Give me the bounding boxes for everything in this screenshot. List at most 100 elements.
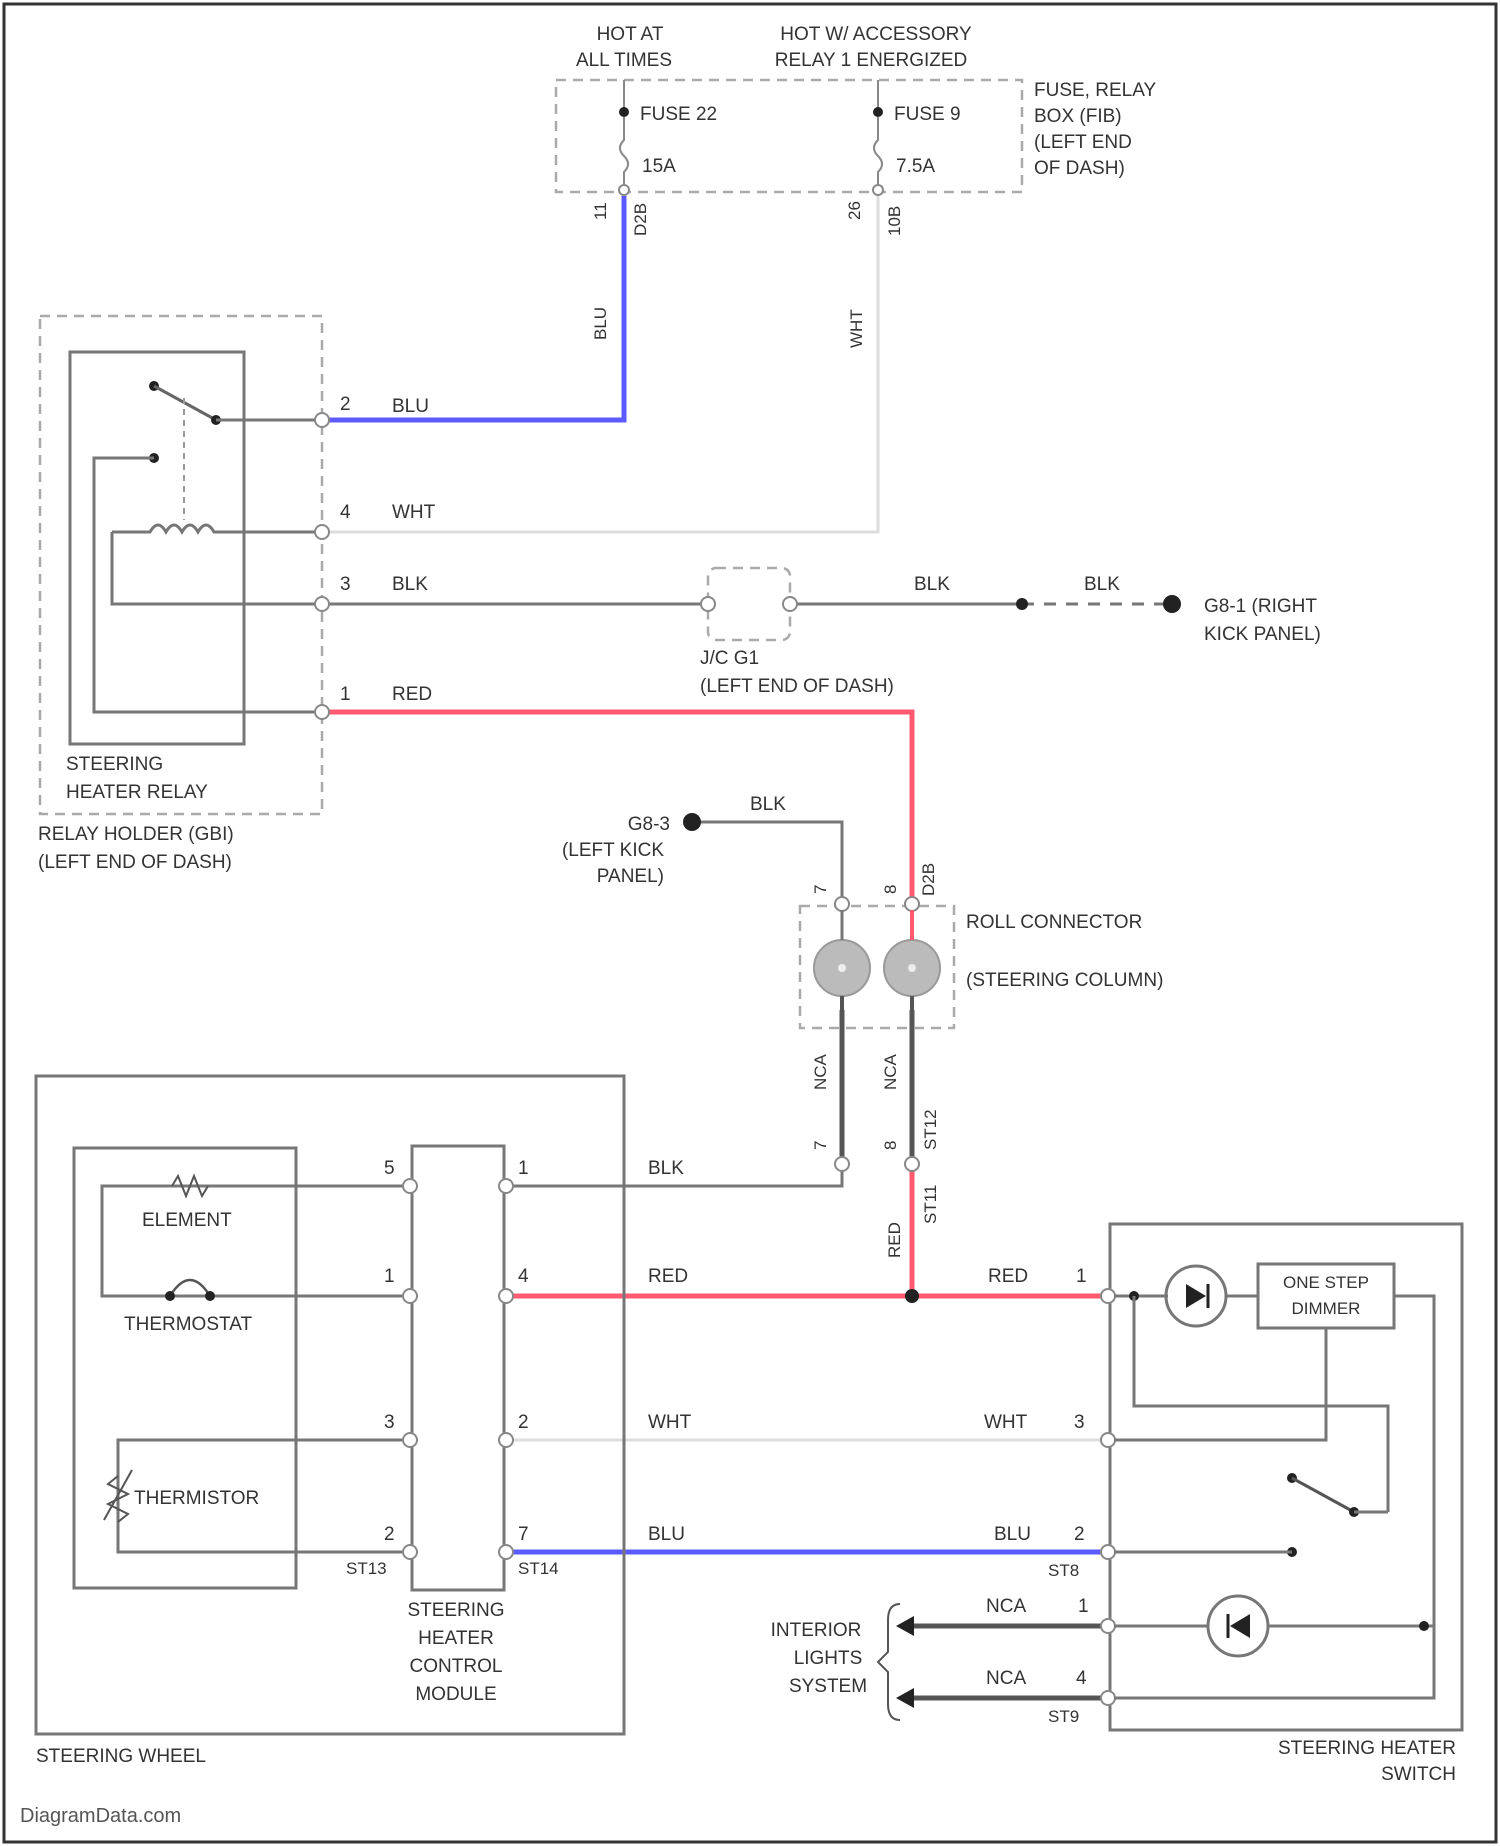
jc-outline <box>708 568 790 640</box>
switch-outline <box>1110 1224 1462 1730</box>
switch-pin-4-number: 4 <box>1076 1668 1087 1689</box>
switch-name-2: SWITCH <box>1381 1764 1456 1785</box>
switch-illumination-diode <box>1230 1614 1250 1638</box>
relay-coil-to-pin3 <box>112 532 318 604</box>
splice-blk <box>1016 598 1028 610</box>
relay-pin3-number: 3 <box>340 574 351 595</box>
dimmer-label-2: DIMMER <box>1292 1299 1361 1318</box>
relay-name-1: STEERING <box>66 754 163 775</box>
wire-wht-relay-label: WHT <box>392 502 436 523</box>
wire-red-relay-label: RED <box>392 684 432 705</box>
roll-pin-top-right-number: 8 <box>881 885 900 894</box>
jc-pin-right <box>783 597 797 611</box>
wire-wht-module-label: WHT <box>648 1412 692 1433</box>
control-module-body <box>412 1146 504 1590</box>
module-right-pin-2-number: 2 <box>518 1412 529 1433</box>
wire-blu-fuse22-to-relay <box>324 196 624 420</box>
wire-red-module-label: RED <box>648 1266 688 1287</box>
module-right-pin-1-number: 1 <box>518 1158 529 1179</box>
jc-pin-left <box>701 597 715 611</box>
module-name-2: HEATER <box>418 1628 494 1649</box>
roll-connector-title: ROLL CONNECTOR <box>966 912 1142 933</box>
switch-name-1: STEERING HEATER <box>1278 1738 1456 1759</box>
module-name-3: CONTROL <box>410 1656 503 1677</box>
junction-connector: J/C G1 (LEFT END OF DASH) <box>700 568 894 697</box>
fuse22-top-dot <box>619 107 629 117</box>
switch-pin-3-number: 3 <box>1074 1412 1085 1433</box>
module-left-pin-5-number: 5 <box>384 1158 395 1179</box>
arrow-interior-top <box>896 1616 914 1636</box>
wire-red-switch-label: RED <box>988 1266 1028 1287</box>
fuse-box-title-3: (LEFT END <box>1034 132 1132 153</box>
module-right-pin-4-number: 4 <box>518 1266 529 1287</box>
switch-pin-1-top-number: 1 <box>1076 1266 1087 1287</box>
wire-blk-module-label: BLK <box>648 1158 684 1179</box>
relay-pin2-number: 2 <box>340 394 351 415</box>
ground-g8-1-line2: KICK PANEL) <box>1204 624 1321 645</box>
wire-blu-relay-label: BLU <box>392 396 429 417</box>
relay-pin4-number: 4 <box>340 502 351 523</box>
fuse22-terminal <box>619 185 629 195</box>
interior-lights-brace <box>878 1604 900 1720</box>
switch-illum-splice <box>1419 1621 1429 1631</box>
thermostat-icon <box>170 1280 210 1296</box>
dimmer-to-pin3 <box>1114 1328 1326 1440</box>
roll-pin-bottom-right-number: 8 <box>881 1141 900 1150</box>
interior-lights-line3: SYSTEM <box>789 1676 867 1697</box>
heater-element-wire <box>102 1186 408 1296</box>
switch-pin-3 <box>1101 1433 1115 1447</box>
wire-nca-left-label: NCA <box>811 1053 830 1090</box>
interior-lights-line2: LIGHTS <box>794 1648 863 1669</box>
fuse22-connector-id: D2B <box>631 203 650 236</box>
roll-connector-mid-id: ST11 <box>921 1185 940 1224</box>
dimmer-label-1: ONE STEP <box>1283 1273 1369 1292</box>
module-right-pin-7-number: 7 <box>518 1524 529 1545</box>
fuse22-amp: 15A <box>642 156 676 177</box>
switch-illum-ground-loop <box>1114 1626 1434 1698</box>
fuse9-terminal <box>873 185 883 195</box>
fuse22-symbol <box>620 117 628 188</box>
wires: BLU BLU WHT WHT BLK BLK BLK RED BLK NCA … <box>324 196 1170 1708</box>
relay-holder-outline <box>40 316 322 814</box>
relay-pin4 <box>315 525 329 539</box>
wire-blu-switch-label: BLU <box>994 1524 1031 1545</box>
wire-blu-module-label: BLU <box>648 1524 685 1545</box>
module-right-pin-7 <box>499 1545 513 1559</box>
wire-nca-interior-top-label: NCA <box>986 1596 1026 1617</box>
relay-pin2 <box>315 413 329 427</box>
relay-holder-1: RELAY HOLDER (GBI) <box>38 824 234 845</box>
switch-pin-1-bottom-number: 1 <box>1078 1596 1089 1617</box>
relay-pin3 <box>315 597 329 611</box>
wire-blk-relay-label: BLK <box>392 574 428 595</box>
module-left-pin-2 <box>403 1545 417 1559</box>
module-left-pin-2-number: 2 <box>384 1524 395 1545</box>
switch-pin-2 <box>1101 1545 1115 1559</box>
jc-name: J/C G1 <box>700 648 759 669</box>
fuse22-pin-number: 11 <box>591 202 610 220</box>
ground-g8-3-icon <box>683 813 701 831</box>
module-left-pin-3-number: 3 <box>384 1412 395 1433</box>
switch-connector-bottom: ST9 <box>1048 1707 1079 1726</box>
fuse9-label: FUSE 9 <box>894 104 961 125</box>
thermistor-label: THERMISTOR <box>134 1488 259 1509</box>
roll-connector: 7 8 D2B 7 8 ST12 ST11 ROLL CONNECTOR (ST… <box>800 863 1163 1224</box>
steering-heater-relay: 2 4 3 1 STEERING HEATER RELAY RELAY HOLD… <box>38 316 351 873</box>
module-connector-left: ST13 <box>346 1559 387 1578</box>
switch-pin-1-bottom <box>1101 1619 1115 1633</box>
roll-pin-top-left <box>835 897 849 911</box>
switch-indicator-diode <box>1186 1284 1206 1308</box>
ground-g8-1-icon <box>1163 595 1181 613</box>
fuse9-connector-id: 10B <box>885 206 904 236</box>
thermostat-contact-left <box>165 1291 175 1301</box>
hot-at-all-times-line1: HOT AT <box>597 24 664 45</box>
roll-spool-right-hub <box>908 964 916 972</box>
module-left-pin-1-number: 1 <box>384 1266 395 1287</box>
module-left-pin-3 <box>403 1433 417 1447</box>
wire-nca-right-label: NCA <box>881 1053 900 1090</box>
roll-connector-bottom-id: ST12 <box>921 1109 940 1150</box>
switch-pin-2-number: 2 <box>1074 1524 1085 1545</box>
ground-g8-3-line1: G8-3 <box>628 814 670 835</box>
switch-contact-arm <box>1292 1478 1354 1512</box>
module-name-4: MODULE <box>415 1684 496 1705</box>
